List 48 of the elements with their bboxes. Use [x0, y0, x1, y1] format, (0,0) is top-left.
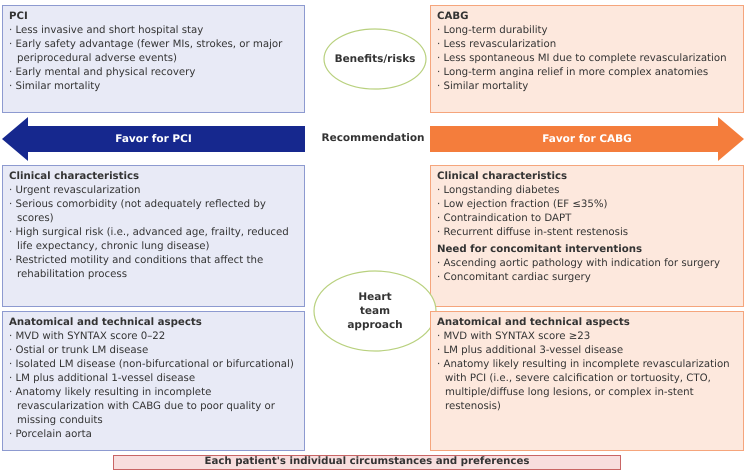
- row-label: Recommendation: [320, 132, 426, 144]
- list-item: · Isolated LM disease (non-bifurcational or bifurcational): [9, 358, 295, 372]
- list-item: · Concomitant cardiac surgery: [437, 271, 592, 285]
- banner-label: Favor for PCI: [115, 132, 192, 146]
- section-heading: PCI: [9, 10, 29, 24]
- banner-label: Favor for CABG: [542, 132, 632, 146]
- text-panel: [2, 5, 305, 113]
- list-item: · Less spontaneous MI due to complete revascularization: [437, 52, 728, 66]
- list-item: · MVD with SYNTAX score ≥23: [437, 330, 592, 344]
- list-item: · Less invasive and short hospital stay: [9, 24, 204, 38]
- list-item: · Serious comorbidity (not adequately reflected by scores): [9, 198, 267, 226]
- text-panel: [2, 311, 305, 451]
- list-item: · Early safety advantage (fewer MIs, strokes, or major periprocedural adverse events): [9, 38, 284, 66]
- list-item: · Similar mortality: [437, 80, 530, 94]
- list-item: · Ascending aortic pathology with indication for surgery: [437, 257, 722, 271]
- section-heading: Need for concomitant interventions: [437, 243, 644, 257]
- list-item: · Restricted motility and conditions that affect the rehabilitation process: [9, 254, 264, 282]
- ellipse-label: Heart team approach: [346, 290, 404, 332]
- list-item: · Less revascularization: [437, 38, 558, 52]
- list-item: · Porcelain aorta: [9, 428, 93, 442]
- list-item: · MVD with SYNTAX score 0–22: [9, 330, 166, 344]
- section-heading: Clinical characteristics: [437, 170, 568, 184]
- list-item: · LM plus additional 1-vessel disease: [9, 372, 196, 386]
- text-panel: [430, 165, 744, 307]
- section-heading: CABG: [437, 10, 470, 24]
- section-heading: Anatomical and technical aspects: [9, 316, 203, 330]
- list-item: · Long-term angina relief in more complex anatomies: [437, 66, 710, 80]
- list-item: · Urgent revascularization: [9, 184, 142, 198]
- text-panel: [430, 5, 744, 113]
- section-heading: Clinical characteristics: [9, 170, 140, 184]
- list-item: · LM plus additional 3-vessel disease: [437, 344, 624, 358]
- list-item: · High surgical risk (i.e., advanced age, frailty, reduced life expectancy, chronic lung disease): [9, 226, 290, 254]
- list-item: · Low ejection fraction (EF ≤35%): [437, 198, 609, 212]
- list-item: · Anatomy likely resulting in incomplete revascularization with CABG due to poor quality or missing conduits: [9, 386, 276, 428]
- list-item: · Similar mortality: [9, 80, 102, 94]
- list-item: · Early mental and physical recovery: [9, 66, 196, 80]
- section-heading: Anatomical and technical aspects: [437, 316, 631, 330]
- list-item: · Contraindication to DAPT: [437, 212, 572, 226]
- text-panel: [2, 165, 305, 307]
- list-item: · Longstanding diabetes: [437, 184, 560, 198]
- text-panel: [113, 455, 621, 470]
- list-item: · Anatomy likely resulting in incomplete revascularization with PCI (i.e., severe calcification or tortuosity, CTO, multiple/diffuse long lesions, or complex in-stent restenosis): [437, 358, 731, 414]
- list-item: · Long-term durability: [437, 24, 549, 38]
- text-panel: [430, 311, 744, 451]
- ellipse-label: Benefits/risks: [334, 52, 416, 66]
- list-item: · Ostial or trunk LM disease: [9, 344, 150, 358]
- list-item: · Recurrent diffuse in-stent restenosis: [437, 226, 630, 240]
- list-item: Each patient's individual circumstances and preferences: [204, 456, 530, 468]
